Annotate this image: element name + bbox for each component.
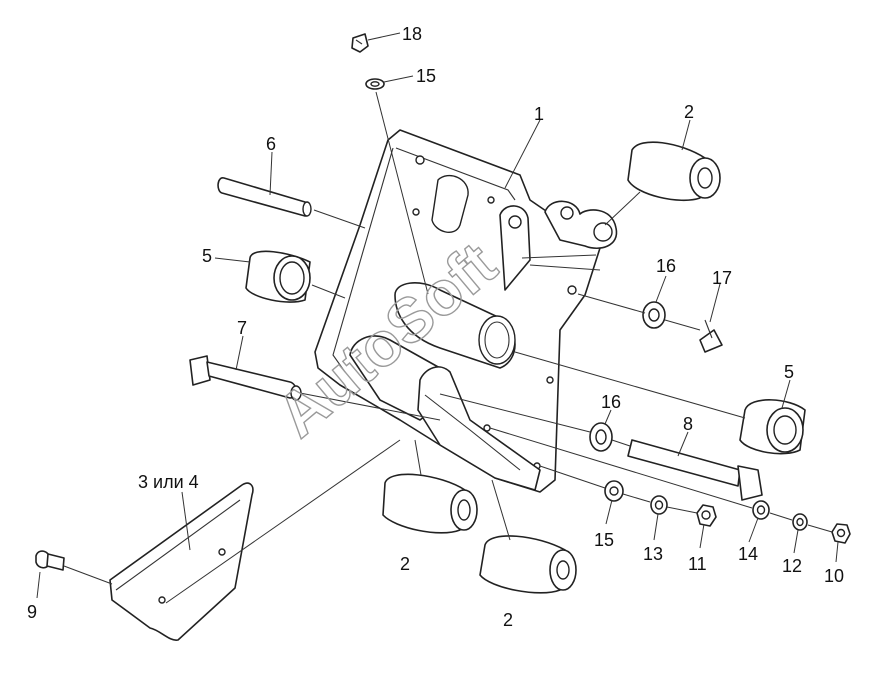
callout-leaders xyxy=(36,32,839,599)
lock-washer-13 xyxy=(650,495,668,515)
washer-16-lower xyxy=(589,422,613,452)
callout-2-top: 2 xyxy=(684,102,694,122)
bushing-2-middle xyxy=(382,473,478,534)
nut-11 xyxy=(696,504,717,527)
callout-8: 8 xyxy=(683,414,693,434)
bolt-9 xyxy=(35,550,65,571)
callout-6: 6 xyxy=(266,134,276,154)
grease-nipple xyxy=(351,33,369,53)
callout-labels: 18 15 1 2 6 5 16 17 7 5 16 8 3 или 4 9 2… xyxy=(27,24,844,630)
callout-18: 18 xyxy=(402,24,422,44)
bushing-5-left xyxy=(245,250,311,303)
callout-13: 13 xyxy=(643,544,663,564)
callout-14: 14 xyxy=(738,544,758,564)
callout-3-or-4: 3 или 4 xyxy=(138,472,199,492)
callout-10: 10 xyxy=(824,566,844,586)
lock-washer-12 xyxy=(792,513,808,531)
callout-17: 17 xyxy=(712,268,732,288)
bushing-2-top xyxy=(627,141,721,202)
callout-2-middle: 2 xyxy=(400,554,410,574)
callout-15-top: 15 xyxy=(416,66,436,86)
callout-2-bottom: 2 xyxy=(503,610,513,630)
washer-15-lower xyxy=(604,480,624,502)
bolt-8 xyxy=(627,439,763,501)
bushing-2-bottom xyxy=(479,535,577,594)
callout-11: 11 xyxy=(688,554,707,574)
callout-7: 7 xyxy=(237,318,247,338)
washer-16-upper xyxy=(642,301,666,329)
callout-5-right: 5 xyxy=(784,362,794,382)
washer-14 xyxy=(752,500,770,520)
side-plate xyxy=(109,482,254,641)
callout-16-upper: 16 xyxy=(656,256,676,276)
callout-5-left: 5 xyxy=(202,246,212,266)
bushing-5-right xyxy=(739,399,806,455)
bracket-plate xyxy=(314,129,618,493)
pin-6 xyxy=(217,177,312,217)
callout-1: 1 xyxy=(534,104,544,124)
washer-top xyxy=(365,78,385,90)
nut-10 xyxy=(831,523,851,544)
callout-15-lower: 15 xyxy=(594,530,614,550)
callout-9: 9 xyxy=(27,602,37,622)
callout-16-lower: 16 xyxy=(601,392,621,412)
bolt-7 xyxy=(189,355,302,401)
callout-12: 12 xyxy=(782,556,802,576)
cotter-pin xyxy=(699,319,723,353)
